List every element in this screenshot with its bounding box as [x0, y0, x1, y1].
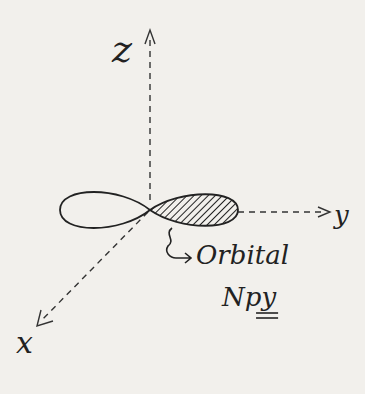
- axis-label: z: [112, 30, 132, 68]
- y-axis: [238, 211, 325, 212]
- axes: [37, 30, 330, 326]
- pointer-arrow: [167, 228, 191, 263]
- axis-label: y: [334, 202, 349, 228]
- double-underline: [256, 313, 278, 318]
- annotation: Orbital: [196, 242, 289, 268]
- y-arrowhead: [318, 207, 330, 217]
- orbital-lobe-shaded: [150, 194, 238, 226]
- axis-label: x: [16, 328, 33, 358]
- annotation: Npy: [222, 284, 276, 310]
- z-arrowhead: [145, 30, 155, 44]
- x-arrowhead: [37, 310, 53, 326]
- orbital-lobe: [60, 192, 150, 228]
- underline-stroke: [256, 317, 278, 319]
- underline-stroke: [256, 312, 278, 314]
- z-axis: [149, 36, 150, 200]
